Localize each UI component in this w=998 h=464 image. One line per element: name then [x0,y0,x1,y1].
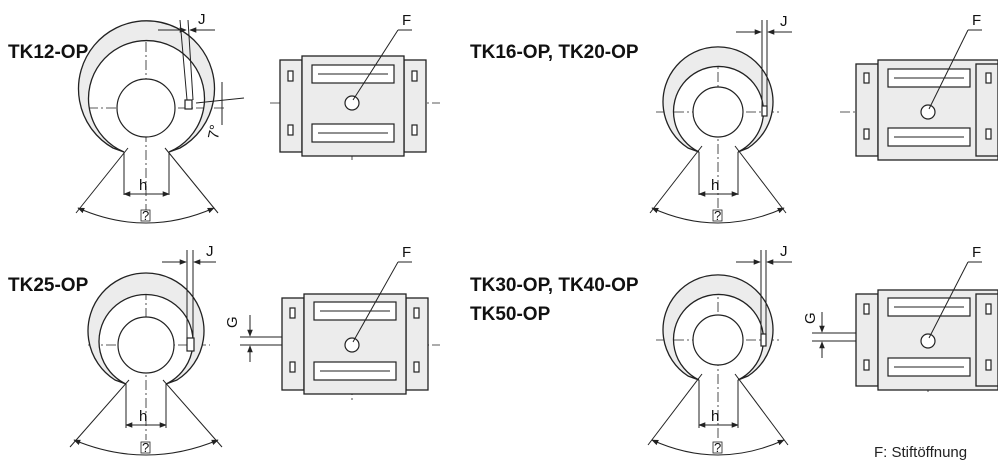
diagram-tk30-tk50: TK30-OP, TK40-OP TK50-OP h ? J G [470,243,998,456]
pin-hole-tk30 [920,333,936,349]
ring-tk30 [662,274,774,381]
f-label-tk30: F [972,244,981,261]
diagram-tk12: TK12-OP h ? J 7° [8,11,440,224]
footnote: F: Stiftöffnung [874,444,967,461]
h-label-tk16: h [711,177,719,194]
diagram-tk16-tk20: TK16-OP, TK20-OP h ? J [470,12,998,224]
bore-tk12 [116,78,176,138]
f-label-tk12: F [402,12,411,29]
title-tk16-tk20: TK16-OP, TK20-OP [470,42,639,63]
ring-tk16 [662,46,774,153]
diagram-tk25: TK25-OP h ? J G [8,243,440,456]
j-label-tk12: J [198,11,206,28]
title-tk25: TK25-OP [8,275,89,296]
ring-tk25 [87,272,205,385]
j-label-tk25: J [206,243,214,260]
pin-tk16 [761,105,768,117]
h-label-tk12: h [139,177,147,194]
j-label-tk16: J [780,13,788,30]
pin-tk25 [186,337,195,352]
bore-tk25 [117,316,175,374]
title-tk30-tk40: TK30-OP, TK40-OP [470,275,639,296]
symbol-tk12: ? [142,208,149,223]
f-label-tk25: F [402,244,411,261]
g-label-tk25: G [224,316,241,328]
symbol-tk25: ? [142,440,149,455]
f-label-tk16: F [972,12,981,29]
pin-hole-tk25 [344,337,360,353]
ring-tk12 [77,20,216,153]
j-label-tk30: J [780,243,788,260]
pin-tk30 [760,333,767,347]
bore-tk30 [692,314,744,366]
symbol-tk30: ? [714,440,721,455]
bore-tk16 [692,86,744,138]
pin-hole-tk16 [920,104,936,120]
symbol-tk16: ? [714,208,721,223]
angle-label-tk12: 7° [205,123,225,141]
h-label-tk25: h [139,408,147,425]
pin-hole-tk12 [344,95,360,111]
h-label-tk30: h [711,408,719,425]
title-tk50: TK50-OP [470,304,551,325]
pin-tk12 [184,99,193,110]
g-label-tk30: G [802,312,819,324]
title-tk12: TK12-OP [8,42,89,63]
